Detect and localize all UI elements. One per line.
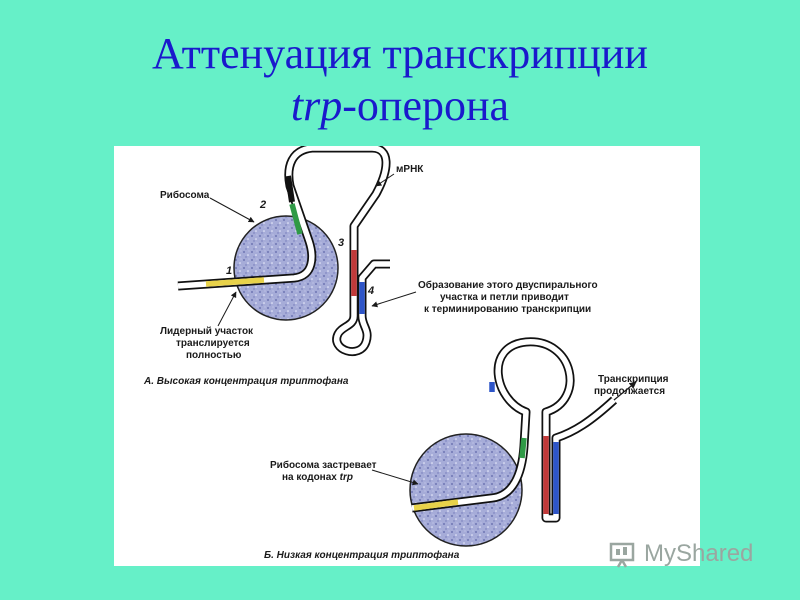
marker-2: 2 (259, 199, 266, 211)
title-operon: -оперона (342, 81, 510, 130)
segment-2-a-dark (285, 175, 295, 203)
panel-a: Рибосома мРНК 1 2 3 4 Лидерный участок т… (143, 146, 598, 387)
stall-prefix: на кодонах (282, 472, 340, 483)
mrna-strand-a (177, 146, 391, 356)
marker-4: 4 (367, 285, 374, 297)
segment-2-a (289, 203, 303, 235)
title-line-2: trp-оперона (0, 80, 800, 132)
presentation-icon (609, 542, 635, 568)
leader-line-3: полностью (186, 350, 242, 361)
title-trp: trp (290, 81, 343, 130)
slide-title: Аттенуация транскрипции trp-оперона (0, 28, 800, 132)
segment-2-b (519, 437, 527, 459)
watermark: MyShared (608, 536, 753, 572)
marker-1: 1 (226, 265, 232, 277)
segment-1-a (205, 277, 265, 287)
panel-b: Рибосома застревает на кодонах trp Транс… (264, 337, 669, 561)
segment-1-b (413, 499, 459, 511)
watermark-text: MyShared (644, 540, 754, 567)
hairpin-line-2: участка и петли приводит (440, 292, 569, 303)
title-line-1: Аттенуация транскрипции (152, 29, 648, 78)
leader-line-1: Лидерный участок (160, 326, 254, 337)
continue-line-1: Транскрипция (598, 374, 669, 385)
hairpin-line-1: Образование этого двуспирального (418, 279, 598, 291)
attenuation-diagram: Рибосома мРНК 1 2 3 4 Лидерный участок т… (143, 146, 669, 561)
leader-line-2: транслируется (176, 338, 250, 349)
ribosome-a (233, 215, 339, 321)
stall-trp: trp (340, 472, 353, 483)
label-mrna: мРНК (396, 164, 424, 175)
diagram-panel: Рибосома мРНК 1 2 3 4 Лидерный участок т… (114, 146, 700, 566)
stall-line-2: на кодонах trp (282, 472, 353, 483)
stall-line-1: Рибосома застревает (270, 459, 377, 471)
continue-line-2: продолжается (594, 386, 665, 397)
ribosome-b (409, 433, 523, 547)
hairpin-line-3: к терминированию транскрипции (424, 304, 591, 315)
mrna-strand-b (411, 337, 618, 523)
marker-3: 3 (338, 237, 344, 249)
label-ribosome: Рибосома (160, 189, 210, 201)
caption-b: Б. Низкая концентрация триптофана (264, 549, 460, 561)
caption-a: А. Высокая концентрация триптофана (143, 375, 349, 387)
